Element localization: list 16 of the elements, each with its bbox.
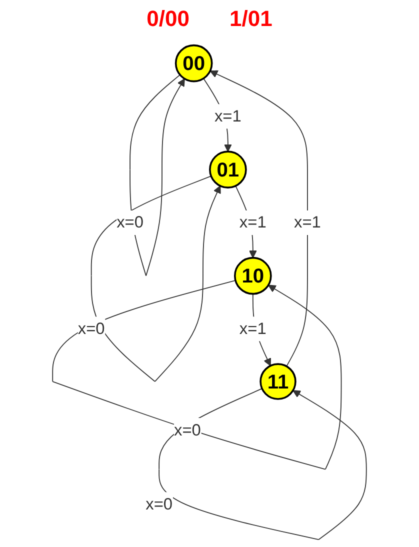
edge-label: x=1 bbox=[239, 213, 266, 232]
output-label: 0/00 bbox=[146, 6, 190, 32]
edge-label: x=1 bbox=[214, 106, 242, 126]
edge-label: x=0 bbox=[146, 494, 173, 514]
node-circle: 00 bbox=[174, 44, 213, 82]
edge-label: x=1 bbox=[239, 319, 266, 338]
arrow bbox=[52, 280, 342, 470]
edge-label: x=0 bbox=[174, 420, 201, 439]
node-circle: 10 bbox=[234, 256, 272, 295]
node-circle: 01 bbox=[209, 150, 247, 188]
edge-label: x=1 bbox=[294, 213, 321, 232]
node-circle: 11 bbox=[260, 363, 296, 400]
output-label: 1/01 bbox=[230, 6, 272, 32]
arrow bbox=[158, 388, 367, 540]
edge-label: x=0 bbox=[78, 319, 105, 338]
edge-label: x=0 bbox=[116, 213, 144, 232]
